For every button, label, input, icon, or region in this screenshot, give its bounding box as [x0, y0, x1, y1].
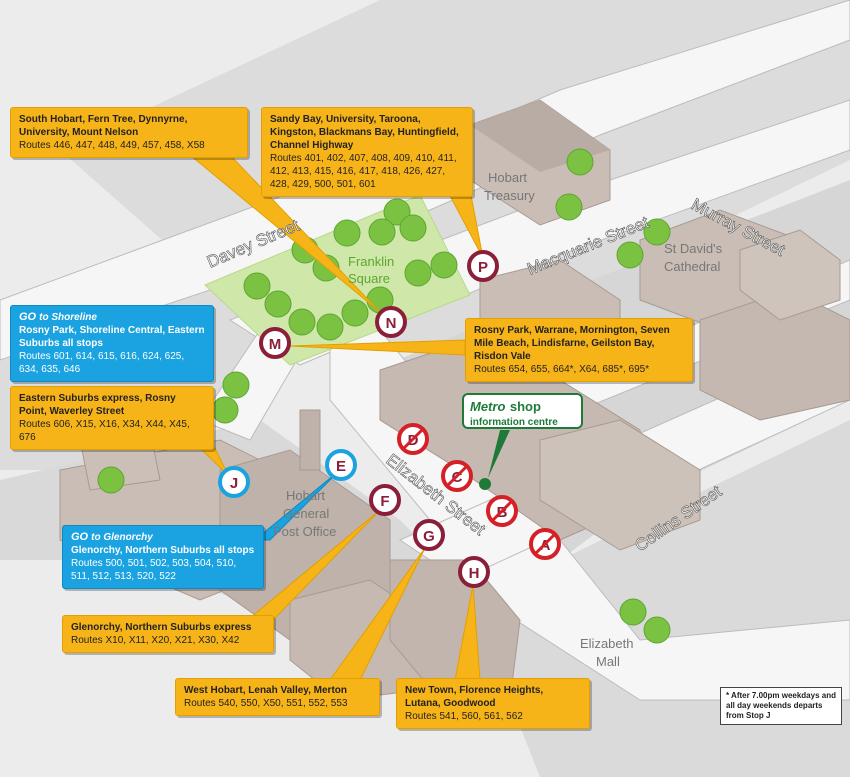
bus-stop-j[interactable]: J	[218, 466, 250, 498]
callout-routes: Routes 540, 550, X50, 551, 552, 553	[184, 698, 348, 709]
gpo-label-3: Post Office	[273, 524, 336, 539]
callout-glenorchy-express: Glenorchy, Northern Suburbs express Rout…	[62, 615, 274, 653]
bus-stop-f[interactable]: F	[369, 484, 401, 516]
go-logo: GO	[19, 311, 37, 323]
callout-pointers	[188, 154, 484, 681]
svg-text:F: F	[380, 493, 389, 510]
callout-destinations: Rosny Park, Shoreline Central, Eastern S…	[19, 325, 205, 349]
cathedral-label-2: Cathedral	[664, 259, 720, 274]
callout-destinations: Glenorchy, Northern Suburbs express	[71, 622, 252, 633]
callout-new-town: New Town, Florence Heights, Lutana, Good…	[396, 678, 590, 729]
elizabeth-mall-label-1: Elizabeth	[580, 636, 633, 651]
svg-text:P: P	[478, 259, 488, 276]
bus-stop-p[interactable]: P	[467, 250, 499, 282]
bus-stop-h[interactable]: H	[458, 556, 490, 588]
footnote: * After 7.00pm weekdays and all day week…	[720, 687, 842, 725]
svg-text:M: M	[269, 336, 282, 353]
callout-destinations: Eastern Suburbs express, Rosny Point, Wa…	[19, 393, 176, 417]
callout-routes: Routes 500, 501, 502, 503, 504, 510, 511…	[71, 558, 237, 582]
bus-stop-c-closed[interactable]: C	[441, 460, 473, 492]
callout-rosny-park: Rosny Park, Warrane, Mornington, Seven M…	[465, 318, 693, 382]
bus-stop-b-closed[interactable]: B	[486, 495, 518, 527]
bus-stop-m[interactable]: M	[259, 327, 291, 359]
svg-text:H: H	[469, 565, 480, 582]
callout-sandy-bay: Sandy Bay, University, Taroona, Kingston…	[261, 107, 473, 197]
svg-text:G: G	[423, 528, 435, 545]
callout-routes: Routes 601, 614, 615, 616, 624, 625, 634…	[19, 351, 185, 375]
go-logo: GO	[71, 531, 89, 543]
gpo-label-1: Hobart	[286, 488, 325, 503]
callout-destinations: Glenorchy, Northern Suburbs all stops	[71, 545, 255, 556]
callout-destinations: West Hobart, Lenah Valley, Merton	[184, 685, 347, 696]
cathedral-label-1: St David's	[664, 241, 723, 256]
metro-logo: Metro	[470, 399, 506, 414]
callout-eastern-express: Eastern Suburbs express, Rosny Point, Wa…	[10, 386, 214, 450]
svg-text:N: N	[386, 315, 397, 332]
franklin-square-label-2: Square	[348, 271, 390, 286]
metro-info-centre-label: information centre	[470, 417, 558, 428]
elizabeth-mall-label-2: Mall	[596, 654, 620, 669]
callout-destinations: New Town, Florence Heights, Lutana, Good…	[405, 685, 544, 709]
callout-destinations: South Hobart, Fern Tree, Dynnyrne, Unive…	[19, 114, 188, 138]
svg-text:E: E	[336, 458, 346, 475]
callout-routes: Routes 401, 402, 407, 408, 409, 410, 411…	[270, 153, 457, 190]
bus-stop-n[interactable]: N	[375, 306, 407, 338]
bus-stops: P N M J E F G H D C B A	[218, 250, 561, 588]
callout-routes: Routes 541, 560, 561, 562	[405, 711, 523, 722]
gpo-label-2: General	[283, 506, 329, 521]
metro-shop-pointer	[488, 430, 510, 478]
callout-routes: Routes 446, 447, 448, 449, 457, 458, X58	[19, 140, 205, 151]
bus-stop-g[interactable]: G	[413, 519, 445, 551]
callout-west-hobart: West Hobart, Lenah Valley, Merton Routes…	[175, 678, 380, 716]
callout-destinations: Rosny Park, Warrane, Mornington, Seven M…	[474, 325, 670, 362]
go-shoreline-title: to Shoreline	[39, 312, 97, 323]
metro-shop-sign: Metro shop information centre	[462, 393, 583, 429]
treasury-label-1: Hobart	[488, 170, 527, 185]
bus-stop-e[interactable]: E	[325, 449, 357, 481]
treasury-label-2: Treasury	[484, 188, 535, 203]
trees	[97, 148, 671, 644]
metro-shop-label: shop	[509, 399, 541, 414]
bus-stop-d-closed[interactable]: D	[397, 423, 429, 455]
callout-routes: Routes 654, 655, 664*, X64, 685*, 695*	[474, 364, 650, 375]
franklin-square-label-1: Franklin	[348, 254, 394, 269]
go-glenorchy-title: to Glenorchy	[91, 532, 153, 543]
metro-shop-location-dot	[479, 478, 491, 490]
callout-destinations: Sandy Bay, University, Taroona, Kingston…	[270, 114, 459, 151]
svg-text:J: J	[230, 475, 238, 492]
bus-stop-a-closed[interactable]: A	[529, 528, 561, 560]
callout-routes: Routes X10, X11, X20, X21, X30, X42	[71, 635, 240, 646]
callout-routes: Routes 606, X15, X16, X34, X44, X45, 676	[19, 419, 190, 443]
callout-south-hobart: South Hobart, Fern Tree, Dynnyrne, Unive…	[10, 107, 248, 158]
